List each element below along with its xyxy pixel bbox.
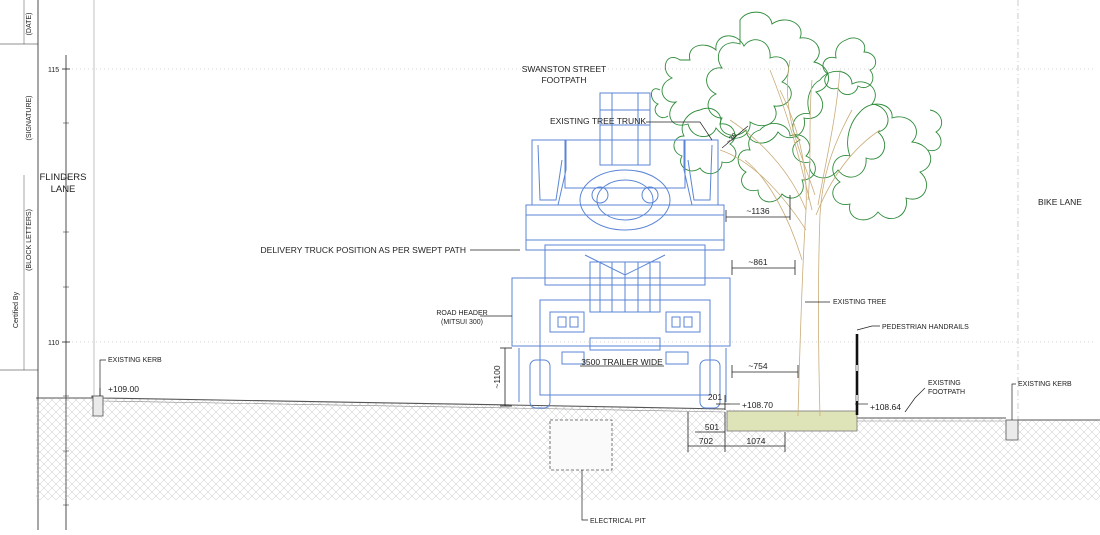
lane-label-line1: FLINDERS: [40, 172, 87, 183]
signature-label: (SIGNATURE): [26, 96, 33, 141]
dim-702: 702: [699, 436, 713, 446]
dim-1136: ~1136: [746, 206, 770, 216]
electrical-pit-label: ELECTRICAL PIT: [590, 518, 646, 525]
spot-level-left-kerb: +109.00: [108, 384, 139, 394]
street-label-line1: SWANSTON STREET: [522, 64, 607, 74]
dimension-lines: [500, 125, 799, 452]
dim-1100: ~1100: [492, 365, 502, 389]
road-header-label-line1: ROAD HEADER: [436, 310, 487, 317]
level-115-label: 115: [48, 67, 59, 74]
dim-861: ~861: [748, 257, 767, 267]
existing-tree-label: EXISTING TREE: [833, 299, 886, 306]
dim-1074: 1074: [747, 436, 766, 446]
spot-levels: +109.00 +108.70 +108.64: [108, 384, 901, 412]
bike-lane-label: BIKE LANE: [1038, 197, 1082, 207]
spot-level-tree-base: +108.70: [742, 400, 773, 410]
dim-754: ~754: [748, 361, 767, 371]
tree-trunk: [719, 59, 881, 417]
existing-kerb-left-label: EXISTING KERB: [108, 357, 162, 364]
date-label: (DATE): [26, 13, 33, 36]
delivery-truck-label: DELIVERY TRUCK POSITION AS PER SWEPT PAT…: [261, 245, 466, 255]
delivery-truck: [511, 92, 731, 409]
dim-201: 201: [708, 392, 722, 402]
tree-footing-block: [726, 410, 858, 432]
leader-lines: [99, 121, 1016, 521]
tree-canopy: [651, 11, 943, 221]
trailer-wide-label: 3500 TRAILER WIDE: [581, 357, 663, 367]
road-header-label-line2: (MITSUI 300): [441, 319, 483, 326]
electrical-pit-outline: [549, 419, 613, 471]
kerb-right: [1005, 419, 1019, 441]
certified-by-label: Certified By: [13, 291, 20, 328]
existing-footpath-label-line2: FOOTPATH: [928, 389, 965, 396]
title-block-strip: (DATE) (SIGNATURE) (BLOCK LETTERS) Certi…: [0, 0, 39, 530]
spot-level-handrail-base: +108.64: [870, 402, 901, 412]
street-label-line2: FOOTPATH: [541, 75, 586, 85]
road-header-outline: [511, 277, 731, 347]
dimension-labels: ~1136 ~861 ~754 ~1100 201 501 702 1074 ~…: [492, 132, 770, 446]
block-letters-label: (BLOCK LETTERS): [26, 209, 33, 271]
dim-501: 501: [705, 422, 719, 432]
tree-trunk-label: EXISTING TREE TRUNK: [550, 116, 646, 126]
level-110-label: 110: [48, 340, 59, 347]
existing-footpath-label-line1: EXISTING: [928, 380, 961, 387]
lane-label-line2: LANE: [51, 184, 76, 195]
truck-cab-top: [599, 92, 651, 166]
drawing-labels: SWANSTON STREET FOOTPATH FLINDERS LANE B…: [40, 64, 1083, 525]
ground-section: [36, 395, 1100, 500]
existing-kerb-right-label: EXISTING KERB: [1018, 381, 1072, 388]
pedestrian-handrails-label: PEDESTRIAN HANDRAILS: [882, 324, 969, 331]
kerb-left: [92, 395, 104, 417]
